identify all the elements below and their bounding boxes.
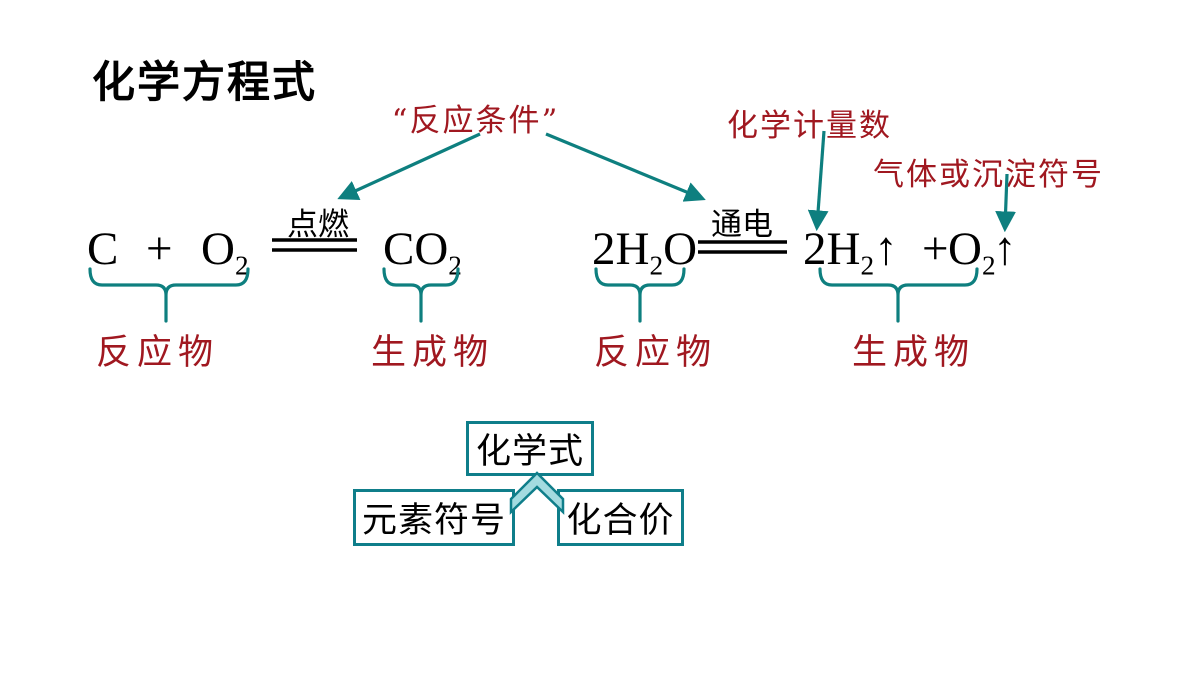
coefficient-arrow-icon	[807, 130, 829, 232]
concept-map-chevron-icon	[509, 471, 565, 515]
eq1-product-co2: CO2	[383, 223, 462, 280]
concept-box-valence: 化合价	[557, 489, 684, 546]
eq1-oxygen-symbol: O	[201, 223, 235, 275]
eq1-reactant-oxygen: O2	[201, 223, 249, 280]
eq2-o2-subscript: 2	[981, 250, 996, 281]
eq2-products-brace	[818, 267, 979, 323]
eq2-condition-label: 通电	[711, 207, 773, 242]
eq1-products-label: 生成物	[371, 333, 495, 373]
eq2-reactants-brace	[594, 267, 686, 323]
condition-arrow-right-icon	[545, 132, 706, 202]
eq1-plus-sign: +	[146, 223, 173, 275]
eq2-water-coefficient: 2H	[592, 223, 650, 275]
concept-box-element-symbol: 元素符号	[353, 489, 515, 546]
eq1-reactants-brace	[88, 267, 250, 323]
eq2-o2-symbol: O	[948, 223, 982, 275]
eq2-reactants-label: 反应物	[594, 333, 718, 373]
condition-annotation: “反应条件”	[391, 103, 560, 139]
eq2-h2-gas-arrow: ↑	[874, 223, 898, 275]
eq1-condition-label: 点燃	[287, 207, 349, 242]
concept-box-chemical-formula: 化学式	[466, 421, 594, 476]
condition-arrow-left-icon	[337, 132, 481, 200]
eq2-water-subscript: 2	[649, 250, 664, 281]
eq2-reactant-water: 2H2O	[592, 223, 698, 280]
eq1-reactant-carbon: C	[87, 223, 119, 275]
eq1-products-brace	[382, 267, 460, 323]
eq2-h2-coefficient: 2H	[803, 223, 861, 275]
eq2-o2-gas-arrow: ↑	[993, 223, 1017, 275]
eq2-product-hydrogen: 2H2↑	[803, 223, 898, 280]
coefficient-annotation: 化学计量数	[727, 108, 892, 144]
eq1-reactants-label: 反应物	[96, 333, 220, 373]
eq1-co2-symbol: CO	[383, 223, 449, 275]
eq2-products-label: 生成物	[852, 333, 976, 373]
eq2-plus-sign: +	[922, 223, 949, 275]
eq1-oxygen-subscript: 2	[234, 250, 249, 281]
eq2-product-oxygen: O2	[948, 223, 996, 280]
eq2-h2-subscript: 2	[860, 250, 875, 281]
gas-precipitate-annotation: 气体或沉淀符号	[873, 157, 1104, 193]
eq1-co2-subscript: 2	[448, 250, 462, 281]
eq2-water-oxygen: O	[663, 223, 698, 275]
page-title: 化学方程式	[92, 59, 317, 107]
